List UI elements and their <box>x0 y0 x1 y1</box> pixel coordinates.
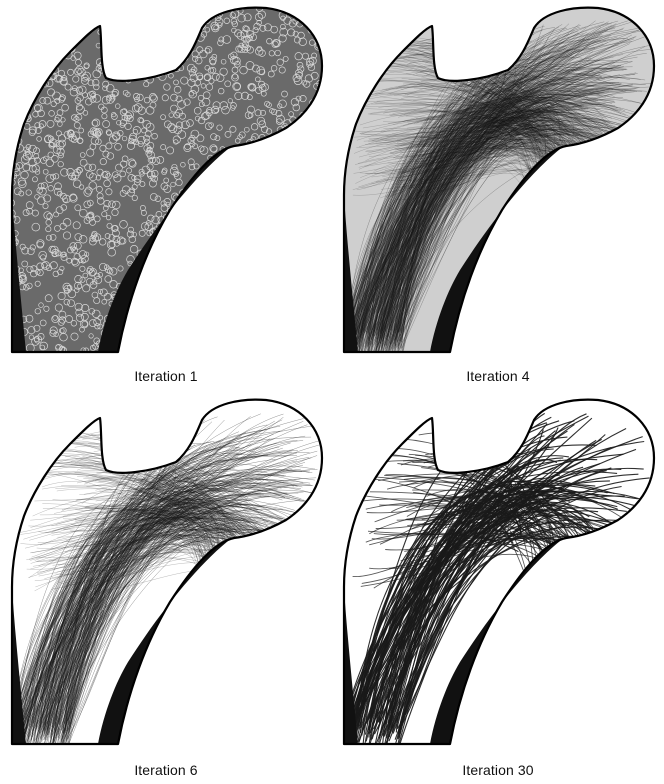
caption-iteration-30: Iteration 30 <box>332 762 664 778</box>
caption-iteration-1: Iteration 1 <box>0 368 332 384</box>
panel-iteration-4: Iteration 4 <box>332 0 664 392</box>
femur-figure-iteration-1 <box>0 0 332 392</box>
femur-figure-iteration-4 <box>332 0 664 392</box>
femur-figure-iteration-6 <box>0 392 332 784</box>
panel-iteration-6: Iteration 6 <box>0 392 332 784</box>
caption-iteration-6: Iteration 6 <box>0 762 332 778</box>
panel-iteration-1: Iteration 1 <box>0 0 332 392</box>
panel-iteration-30: Iteration 30 <box>332 392 664 784</box>
caption-iteration-4: Iteration 4 <box>332 368 664 384</box>
femur-figure-iteration-30 <box>332 392 664 784</box>
